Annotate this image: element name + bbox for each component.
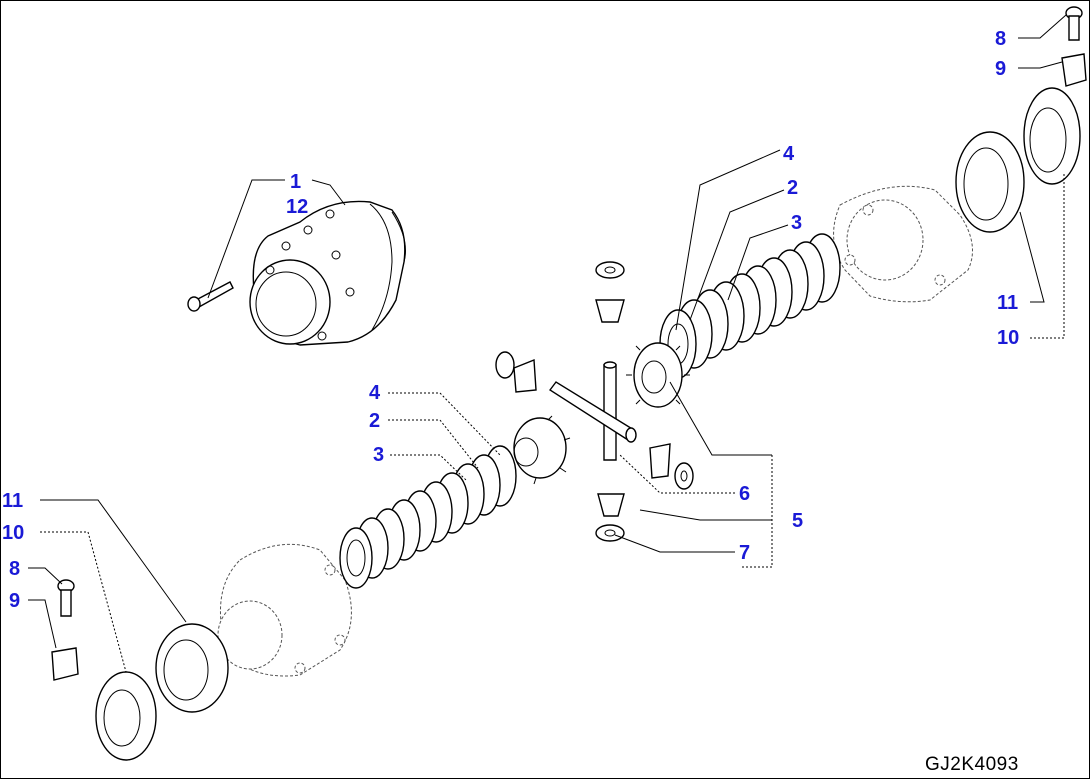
callout-6: 6 <box>739 483 750 505</box>
callout-7: 7 <box>739 542 750 564</box>
lower-side-gear-part <box>513 415 571 485</box>
callout-2-upper: 2 <box>787 177 798 199</box>
callout-8-upper: 8 <box>995 28 1006 50</box>
differential-case-part <box>249 200 406 346</box>
callout-3-lower: 3 <box>373 444 384 466</box>
callout-11-upper: 11 <box>997 292 1018 314</box>
lower-clutch-pack-part <box>339 445 517 589</box>
leader-lines <box>28 14 1067 673</box>
callout-1: 1 <box>290 171 301 193</box>
lower-adjust-ring-part <box>95 671 157 761</box>
drawing-code: GJ2K4093 <box>925 754 1019 775</box>
callout-2-lower: 2 <box>369 410 380 432</box>
callout-4-upper: 4 <box>783 143 795 165</box>
upper-lock-plate-part <box>1061 53 1087 87</box>
callout-9-lower: 9 <box>9 590 20 612</box>
callout-labels: 1 12 4 2 3 4 2 3 6 5 7 8 9 11 10 11 10 8… <box>2 28 1019 612</box>
callout-11-lower: 11 <box>2 490 23 512</box>
callout-10-upper: 10 <box>997 327 1019 349</box>
callout-4-lower: 4 <box>369 382 381 404</box>
cross-shaft-part <box>548 361 637 461</box>
case-bolt-part <box>187 281 234 312</box>
upper-side-gear-part <box>626 342 690 408</box>
lower-lock-plate-part <box>51 647 79 681</box>
upper-lock-bolt-part <box>1065 6 1083 41</box>
callout-3-upper: 3 <box>791 212 802 234</box>
pinion-gear-right-part <box>649 443 694 490</box>
lower-lock-bolt-part <box>57 579 75 617</box>
callout-12: 12 <box>286 196 308 218</box>
pinion-gear-bottom-part <box>595 493 625 542</box>
callout-9-upper: 9 <box>995 58 1006 80</box>
callout-10-lower: 10 <box>2 522 24 544</box>
upper-bearing-part <box>955 131 1025 233</box>
right-housing-part <box>833 185 973 303</box>
upper-adjust-ring-part <box>1023 87 1081 185</box>
lower-bearing-part <box>155 623 229 713</box>
left-housing-part <box>217 543 352 677</box>
upper-clutch-pack-part <box>659 233 841 379</box>
pinion-gear-top-part <box>595 261 625 323</box>
callout-8-lower: 8 <box>9 558 20 580</box>
callout-5: 5 <box>792 510 803 532</box>
pinion-gear-left-part <box>495 351 537 393</box>
